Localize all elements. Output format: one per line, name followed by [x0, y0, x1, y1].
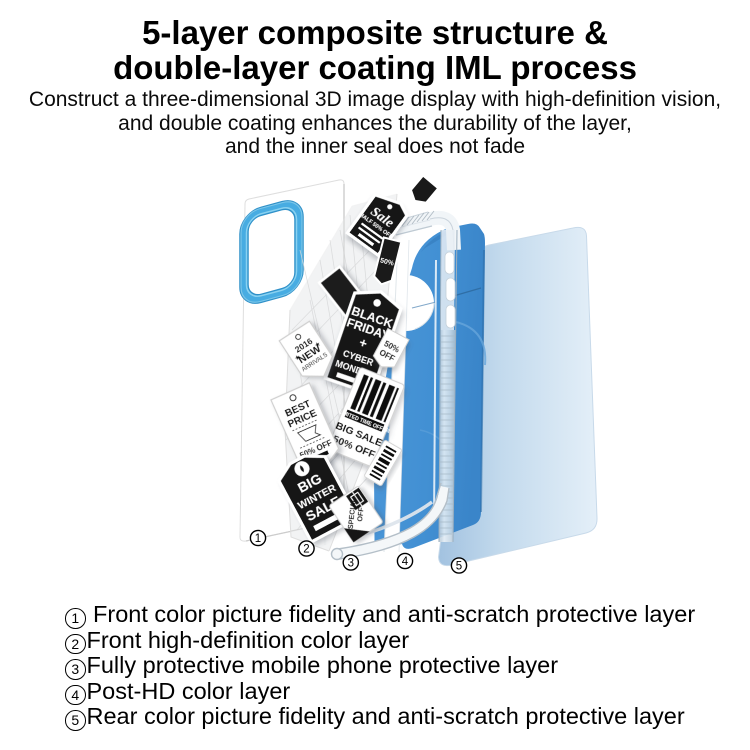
svg-text:2: 2 [303, 544, 309, 556]
svg-text:SPECIAL: SPECIAL [346, 497, 358, 530]
svg-text:3: 3 [348, 558, 354, 570]
svg-text:★: ★ [293, 353, 302, 363]
svg-text:5: 5 [456, 561, 462, 573]
svg-text:★: ★ [313, 340, 322, 350]
svg-text:4: 4 [402, 556, 409, 568]
svg-text:+: + [357, 334, 369, 351]
svg-text:50%: 50% [379, 257, 395, 267]
svg-text:1: 1 [255, 533, 261, 545]
svg-text:OFF: OFF [355, 506, 366, 522]
